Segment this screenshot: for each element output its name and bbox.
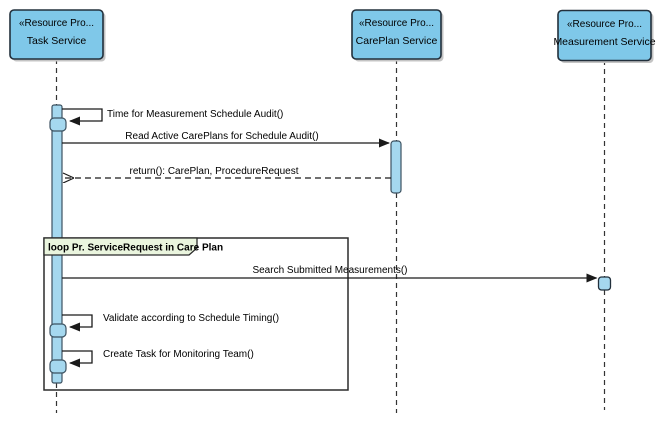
stereotype-label: «Resource Pro... (567, 19, 642, 30)
message-1-self-line[interactable] (62, 108, 103, 126)
head-box[interactable] (351, 9, 442, 60)
nested-activation-2[interactable] (49, 323, 67, 338)
message-5-label: Validate according to Schedule Timing() (103, 313, 279, 324)
message-6-self-line[interactable] (62, 350, 93, 368)
lifeline-head-careplan[interactable]: «Resource Pro... CarePlan Service (351, 9, 444, 62)
stereotype-label: «Resource Pro... (19, 18, 94, 29)
message-6-label: Create Task for Monitoring Team() (103, 349, 254, 360)
lifeline-name-label: Measurement Service (553, 36, 655, 48)
lifeline-head-task[interactable]: «Resource Pro... Task Service (9, 9, 106, 62)
lifeline-name-label: CarePlan Service (356, 35, 438, 47)
nested-activation-3[interactable] (49, 359, 67, 374)
stereotype-label: «Resource Pro... (359, 18, 434, 29)
lifeline-name-label: Task Service (27, 35, 87, 47)
head-box[interactable] (557, 9, 652, 62)
message-3-label: return(): CarePlan, ProcedureRequest (130, 166, 299, 177)
message-5-self-line[interactable] (62, 314, 93, 332)
lifeline-head-measurement[interactable]: «Resource Pro... Measurement Service (553, 9, 656, 64)
nested-activation-1[interactable] (49, 117, 67, 132)
message-4-label: Search Submitted Measurements() (252, 265, 407, 276)
message-1-label: Time for Measurement Schedule Audit() (107, 109, 283, 120)
message-2-label: Read Active CarePlans for Schedule Audit… (125, 131, 318, 142)
loop-operator-label: loop Pr. ServiceRequest in Care Plan (48, 243, 223, 254)
activation-bar-careplan[interactable] (390, 140, 402, 194)
loop-operator-pentagon[interactable] (43, 237, 198, 256)
head-box[interactable] (9, 9, 104, 60)
activation-bar-measurement[interactable] (597, 276, 612, 291)
